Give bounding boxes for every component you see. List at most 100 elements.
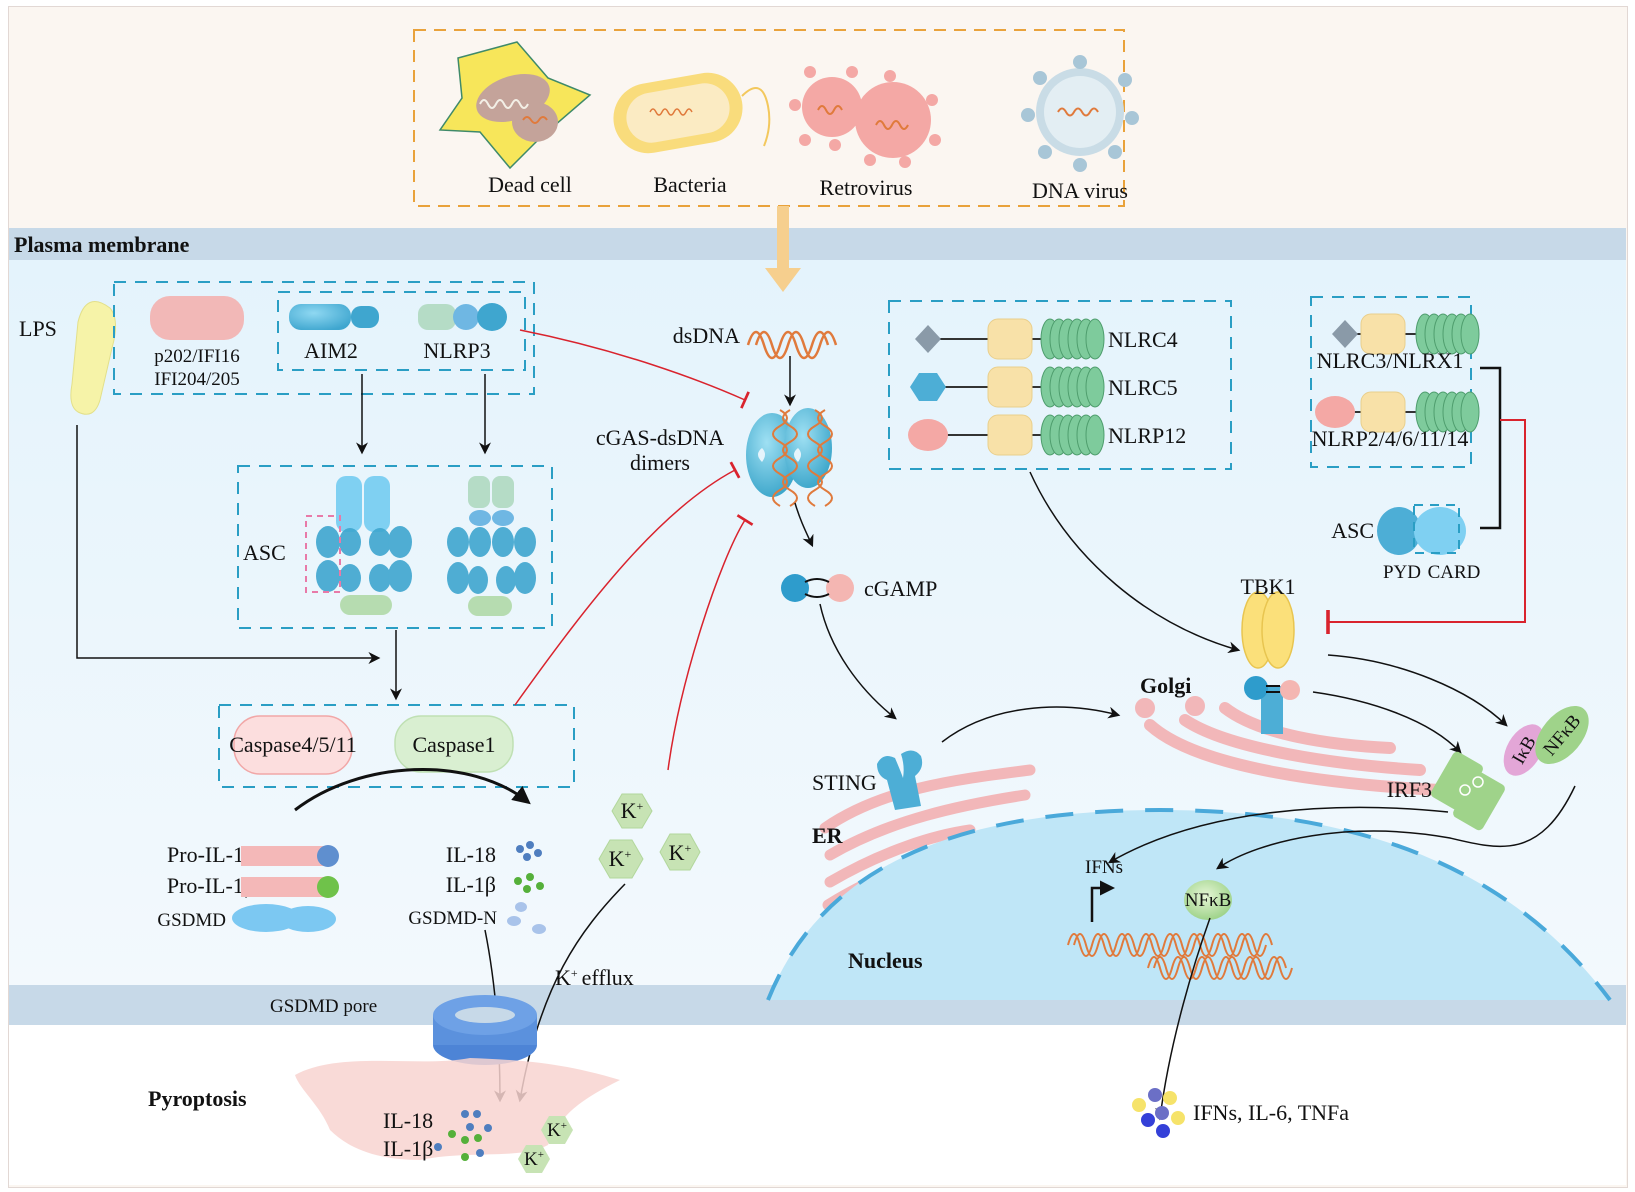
lrr-repeat	[1085, 318, 1105, 360]
k-ion-2: K+	[609, 846, 632, 871]
pyroptosis-label: Pyroptosis	[148, 1086, 247, 1111]
nlr-asc-bracket	[1480, 366, 1502, 530]
golgi-label: Golgi	[1140, 673, 1191, 698]
cgas-dimers-label-1: cGAS-dsDNA	[596, 425, 724, 450]
potassium-ions	[598, 793, 701, 879]
nuclear-nfkb-label: NFκB	[1185, 890, 1232, 911]
inflammasome-box	[237, 465, 553, 629]
dsdna-label: dsDNA	[673, 323, 740, 348]
nacht-domain	[1360, 313, 1406, 355]
gsdmd-molecule	[232, 904, 336, 932]
pyd-domain	[1377, 507, 1421, 555]
nacht-domain	[987, 318, 1033, 360]
lrr-repeat	[1460, 391, 1480, 433]
nlr-row: NLRC4	[915, 318, 1178, 360]
inflammasome-inhibits-cgas	[519, 329, 750, 409]
caspase-cleavage-arrow	[294, 767, 531, 812]
pathogen-box	[413, 29, 1125, 207]
inflammasome-sensor-box	[277, 291, 526, 371]
dead-cell-label: Dead cell	[488, 172, 572, 197]
dead-cell-icon	[438, 41, 592, 170]
nlr-label: NLRP2/4/6/11/14	[1312, 426, 1469, 451]
cgamp-to-sting-arrow	[819, 603, 897, 720]
il1b-label: IL-1β	[446, 872, 496, 897]
tbk1-to-irf3-arrow	[1312, 691, 1462, 754]
tbk1-to-ikb-arrow	[1327, 654, 1508, 727]
asc-domain-label: ASC	[1331, 518, 1374, 543]
tbk1-protein	[1241, 591, 1300, 734]
extracellular-bottom	[9, 1025, 1626, 1185]
dna-virus-label: DNA virus	[1032, 178, 1128, 203]
caspase-1-label: Caspase1	[412, 732, 495, 757]
nacht-domain	[1360, 391, 1406, 433]
dna-virus-icon	[1021, 55, 1139, 172]
pro-il1b-label: Pro-IL-1β	[167, 873, 255, 898]
nlrp3-label: NLRP3	[423, 338, 490, 363]
nlr-inhibits-tbk1	[1326, 419, 1526, 634]
nlr-label: NLRC4	[1108, 327, 1178, 352]
nucleus-label: Nucleus	[848, 948, 923, 973]
lrr-repeat	[1085, 366, 1105, 408]
gsdmd-label: GSDMD	[157, 910, 226, 931]
sting-label: STING	[812, 770, 877, 795]
released-k-ion-2: K+	[524, 1149, 544, 1170]
lps-to-caspase-arrow	[76, 425, 381, 664]
pyd-label: PYD	[1383, 562, 1421, 583]
caspase-inhibits-cgas	[514, 461, 741, 706]
il18-dots	[516, 841, 542, 861]
pro-il18-molecule	[241, 845, 339, 867]
cgas-dsdna-dimer	[746, 408, 833, 507]
k-ion-1: K+	[621, 798, 644, 823]
released-il1b-label: IL-1β	[383, 1136, 433, 1161]
pro-il1b-molecule	[241, 876, 339, 898]
cytokines-label: IFNs, IL-6, TNFa	[1193, 1100, 1349, 1125]
bacteria-icon	[613, 72, 771, 154]
cytokine-secretion-arrow	[1155, 917, 1211, 1121]
er-label: ER	[812, 823, 844, 848]
k-ion-3: K+	[669, 840, 692, 865]
aim2-protein	[289, 304, 379, 330]
ifi16-label-2: IFI204/205	[154, 369, 240, 390]
nfkb-translocation-arrow	[1216, 785, 1576, 870]
nlr-row: NLRC3/NLRX1	[1317, 313, 1480, 373]
k-efflux-inhibits-cgas	[667, 514, 754, 771]
gsdmd-pore-label: GSDMD pore	[270, 996, 377, 1017]
tbk1-label: TBK1	[1241, 574, 1296, 599]
asc-label: ASC	[243, 540, 286, 565]
nlr-row: NLRC5	[910, 366, 1178, 408]
cgas-to-cgamp-arrow	[794, 502, 814, 548]
nlr-label: NLRC3/NLRX1	[1317, 348, 1464, 373]
dna-sensor-box	[113, 281, 535, 395]
pro-il18-label: Pro-IL-18	[167, 842, 255, 867]
released-cytokine-dots	[434, 1110, 492, 1161]
gsdmd-n-dots	[507, 902, 546, 934]
il1b-dots	[514, 873, 544, 893]
irf3-protein	[1431, 751, 1505, 831]
nlr-group2-box	[1310, 296, 1472, 468]
ifi16-protein	[150, 296, 244, 340]
sting-protein	[877, 750, 923, 810]
card-domain	[1414, 507, 1466, 555]
released-k-ion-1: K+	[547, 1120, 567, 1141]
plasma-membrane-label: Plasma membrane	[14, 232, 190, 257]
pathogen-entry-arrow	[765, 206, 801, 292]
transcription-start-icon	[1090, 880, 1115, 922]
released-il18-label: IL-18	[383, 1108, 433, 1133]
nlrp3-protein	[418, 303, 507, 331]
nuclear-envelope	[766, 807, 1612, 1002]
dsdna-icon	[746, 330, 838, 360]
nlr-diamond-domain	[915, 325, 941, 353]
gsdmd-n-label: GSDMD-N	[408, 908, 497, 929]
nlr-label: NLRC5	[1108, 375, 1178, 400]
aim2-label: AIM2	[304, 338, 358, 363]
lrr-repeat	[1460, 313, 1480, 355]
retrovirus-icon	[789, 66, 941, 168]
k-efflux-label: K+efflux	[555, 965, 634, 990]
pyroptotic-cell	[295, 1058, 620, 1160]
ikb-protein	[1503, 724, 1545, 776]
nlr-to-tbk1-arrow	[1029, 471, 1241, 654]
caspase-4-5-11	[233, 715, 353, 775]
nlr-label: NLRP12	[1108, 423, 1186, 448]
released-potassium	[518, 1116, 573, 1173]
